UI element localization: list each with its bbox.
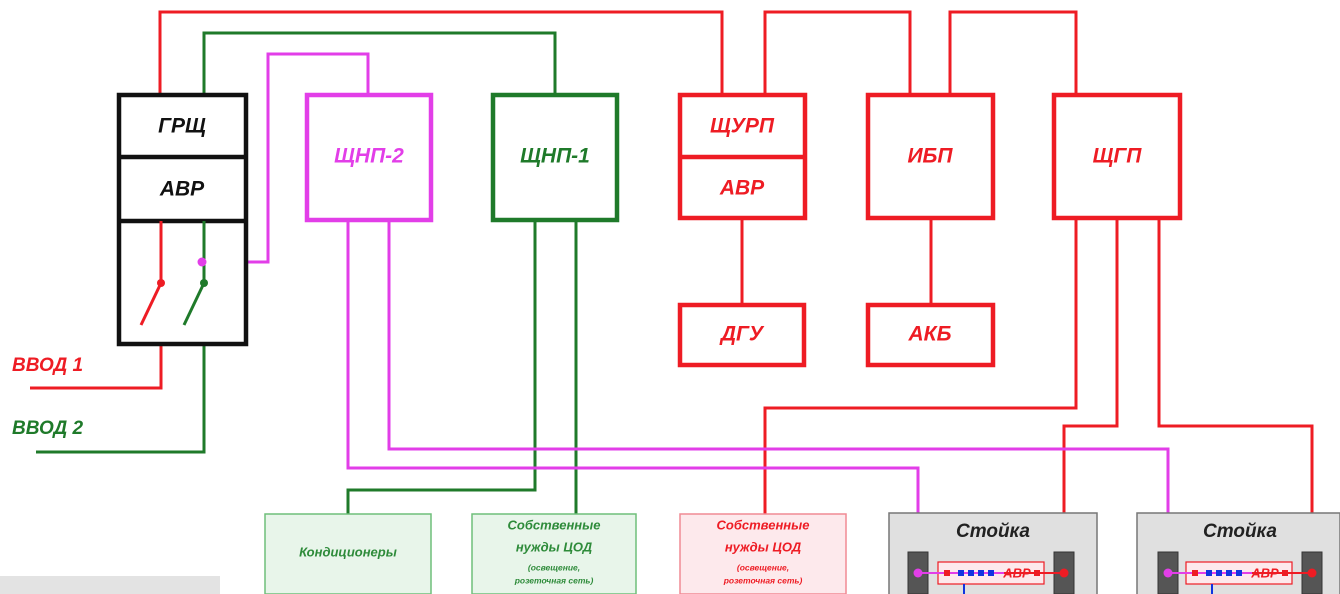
rack-2-title: Стойка — [1203, 521, 1277, 542]
bottom-left-blur — [0, 576, 220, 594]
input1-label: ВВОД 1 — [12, 355, 83, 376]
rack-1: Стойка АВР — [888, 512, 1098, 594]
rack-2-dot-3 — [1216, 570, 1222, 576]
rack-1-dot-2 — [958, 570, 964, 576]
dgu-label: ДГУ — [719, 323, 765, 346]
wire-shgp-to-own-needs — [763, 218, 1078, 515]
rack-1-avr-label: АВР — [1002, 565, 1031, 580]
rack-2-dot-5 — [1236, 570, 1242, 576]
shnp2-outline — [304, 92, 434, 223]
akb-label: АКБ — [908, 323, 952, 346]
shgp-outline — [1051, 92, 1183, 221]
shnp1-label: ЩНП-1 — [520, 145, 590, 168]
rack-1-dot-4 — [978, 570, 984, 576]
rack-2-dot-4 — [1226, 570, 1232, 576]
own-needs-red-line2: нужды ЦОД — [725, 539, 802, 554]
own-needs-red-line1: Собственные — [717, 517, 810, 532]
rack-2-avr-label: АВР — [1250, 565, 1279, 580]
conditioners-outline — [264, 513, 432, 594]
shurp-avr-label: АВР — [719, 177, 765, 200]
wire-grsch-to-shnp1 — [202, 31, 557, 95]
wire-shgp-to-rack1 — [1062, 218, 1119, 575]
own-needs-red-note1: (освещение, — [737, 562, 789, 572]
wire-input2 — [36, 322, 206, 454]
wire-shnp1-to-conditioners — [346, 220, 537, 515]
rack-1-title: Стойка — [956, 521, 1030, 542]
shnp1-outline — [490, 92, 620, 223]
grsch-panel: ГРЩ АВР — [116, 92, 249, 347]
conditioners-label: Кондиционеры — [299, 544, 397, 559]
rack-2-dot-2 — [1206, 570, 1212, 576]
conditioners-load: Кондиционеры — [264, 513, 432, 594]
rack-1-left-node — [913, 568, 923, 578]
grsch-avr-label: АВР — [159, 178, 205, 201]
ibp-label: ИБП — [907, 145, 953, 168]
shnp2-panel: ЩНП-2 — [304, 92, 434, 223]
own-needs-green-line2: нужды ЦОД — [516, 539, 593, 554]
rack-1-right-node — [1059, 568, 1069, 578]
rack-2-dot-1 — [1192, 570, 1198, 576]
wire-grsch-to-shurp — [158, 10, 724, 95]
own-needs-green-note2: розеточная сеть) — [514, 575, 594, 585]
akb-unit: АКБ — [865, 302, 996, 368]
dgu-unit: ДГУ — [677, 302, 807, 368]
switch-input1-contact — [157, 279, 165, 287]
shnp2-label: ЩНП-2 — [334, 145, 404, 168]
own-needs-red-load: Собственные нужды ЦОД (освещение, розето… — [679, 513, 847, 594]
wire-shnp2-to-rack2 — [387, 220, 1170, 575]
own-needs-red-outline — [679, 513, 847, 594]
switch-input2-contact — [200, 279, 208, 287]
shurp-panel: ЩУРП АВР — [677, 92, 808, 221]
own-needs-green-note1: (освещение, — [528, 562, 580, 572]
rack-1-dot-6 — [1034, 570, 1040, 576]
wire-ibp-to-shgp — [948, 10, 1078, 95]
shgp-label: ЩГП — [1093, 145, 1143, 168]
rack-1-dot-1 — [944, 570, 950, 576]
rack-1-dot-3 — [968, 570, 974, 576]
own-needs-green-load: Собственные нужды ЦОД (освещение, розето… — [471, 513, 637, 594]
rack-2-dot-6 — [1282, 570, 1288, 576]
own-needs-green-outline — [471, 513, 637, 594]
shgp-panel: ЩГП — [1051, 92, 1183, 221]
own-needs-red-note2: розеточная сеть) — [723, 575, 803, 585]
akb-outline — [865, 302, 996, 368]
red-wires — [30, 10, 1314, 575]
own-needs-green-line1: Собственные — [508, 517, 601, 532]
rack-2-right-node — [1307, 568, 1317, 578]
rack-2-left-node — [1163, 568, 1173, 578]
shurp-label: ЩУРП — [710, 115, 775, 138]
grsch-label: ГРЩ — [158, 115, 206, 138]
grsch-shnp2-tap — [197, 257, 207, 267]
wire-shgp-to-rack2 — [1157, 218, 1314, 575]
shnp1-panel: ЩНП-1 — [490, 92, 620, 223]
switch-input2 — [182, 282, 206, 326]
input2-label: ВВОД 2 — [12, 418, 83, 439]
wire-shurp-to-ibp — [763, 10, 912, 95]
rack-2: Стойка АВР — [1136, 512, 1340, 594]
switch-input1 — [139, 282, 163, 326]
ibp-outline — [865, 92, 996, 221]
ibp-panel: ИБП — [865, 92, 996, 221]
rack-1-dot-5 — [988, 570, 994, 576]
dgu-outline — [677, 302, 807, 368]
